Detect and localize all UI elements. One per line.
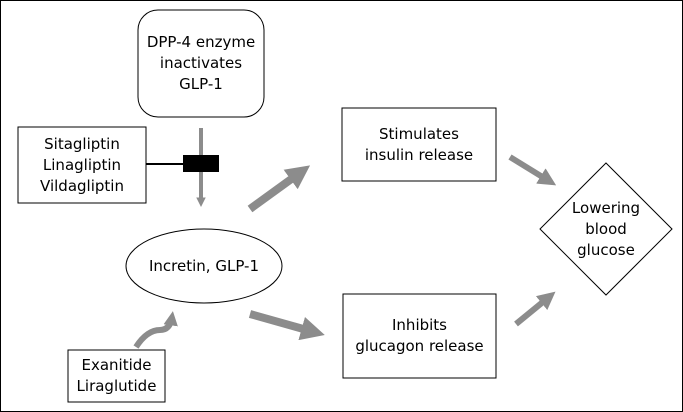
incretin-label: Incretin, GLP-1 (126, 229, 282, 303)
arrow-agonists-to-incretin (133, 311, 178, 349)
glucagon-release-box (342, 293, 497, 379)
glucagon-release-label: Inhibits glucagon release (343, 294, 496, 378)
outcome-line-2: blood (585, 219, 627, 238)
insulin-line-1: Stimulates (379, 124, 459, 143)
lowering-glucose-label: Lowering blood glucose (556, 196, 656, 262)
outcome-line-1: Lowering (571, 198, 641, 217)
glucagon-line-2: glucagon release (355, 337, 484, 355)
agonist-exanitide: Exanitide (81, 356, 152, 374)
inhibitor-linagliptin: Linagliptin (42, 155, 122, 174)
dpp4-line-3: GLP-1 (179, 75, 223, 93)
arrow-glucagon-to-outcome (514, 291, 556, 327)
agonist-liraglutide: Liraglutide (76, 377, 157, 395)
lowering-glucose-diamond (539, 162, 673, 296)
glucagon-line-1: Inhibits (392, 316, 447, 334)
insulin-release-label: Stimulates insulin release (342, 108, 496, 181)
dpp4-line-1: DPP-4 enzyme (146, 33, 256, 51)
insulin-line-2: insulin release (364, 145, 474, 164)
inhibitor-vildagliptin: Vildagliptin (40, 176, 124, 195)
dpp4-enzyme-label: DPP-4 enzyme inactivates GLP-1 (138, 10, 264, 117)
insulin-release-box (341, 107, 497, 182)
dpp4-enzyme-box (137, 9, 265, 118)
dpp4-inhibitors-label: Sitagliptin Linagliptin Vildagliptin (18, 127, 146, 203)
arrow-to-insulin (247, 165, 311, 213)
inhibitor-block-bar (183, 155, 219, 172)
arrow-insulin-to-outcome (508, 154, 557, 186)
inhibitor-sitagliptin: Sitagliptin (44, 134, 120, 153)
glp1-agonists-box (67, 349, 166, 403)
arrow-to-glucagon (248, 310, 325, 341)
dpp4-inhibitors-box (17, 126, 147, 204)
dpp4-line-2: inactivates (159, 54, 243, 72)
outcome-line-3: glucose (577, 240, 635, 259)
incretin-text: Incretin, GLP-1 (149, 256, 259, 275)
glp1-agonists-label: Exanitide Liraglutide (68, 350, 165, 402)
incretin-ellipse (125, 228, 283, 304)
